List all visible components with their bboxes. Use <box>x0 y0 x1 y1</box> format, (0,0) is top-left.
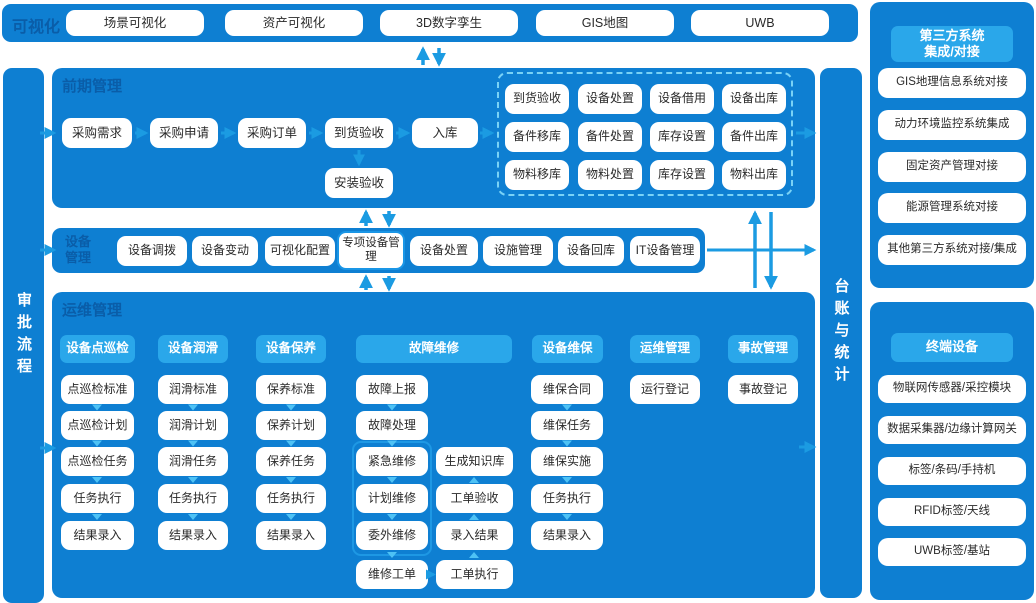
terminal-edge-gateway: 数据采集器/边缘计算网关 <box>878 416 1026 444</box>
inspection-plan: 点巡检计划 <box>61 411 134 440</box>
maintenance-implement: 维保实施 <box>531 447 603 476</box>
col-header-accident-mgmt: 事故管理 <box>728 335 798 363</box>
inspection-task: 点巡检任务 <box>61 447 134 476</box>
equip-it-management: IT设备管理 <box>630 236 700 266</box>
top-item-3d-digital-twin: 3D数字孪生 <box>380 10 518 36</box>
col-header-upkeep: 设备保养 <box>256 335 326 363</box>
repair-outsourced: 委外维修 <box>356 521 428 550</box>
inspection-result-entry: 结果录入 <box>61 521 134 550</box>
integrations-header: 第三方系统 集成/对接 <box>891 26 1013 62</box>
order-execution: 工单执行 <box>436 560 513 589</box>
lubrication-standard: 润滑标准 <box>158 375 228 404</box>
terminals-panel: 终端设备 物联网传感器/采控模块 数据采集器/边缘计算网关 标签/条码/手持机 … <box>870 302 1034 600</box>
terminal-iot-sensor: 物联网传感器/采控模块 <box>878 375 1026 403</box>
repair-work-order: 维修工单 <box>356 560 428 589</box>
grid-arrival-acceptance: 到货验收 <box>505 84 569 114</box>
operations-title: 运维管理 <box>62 302 123 319</box>
flow-purchase-request: 采购申请 <box>150 118 218 148</box>
grid-material-move: 物料移库 <box>505 160 569 190</box>
terminals-header: 终端设备 <box>891 333 1013 362</box>
grid-equipment-borrow: 设备借用 <box>650 84 714 114</box>
grid-spare-out: 备件出库 <box>722 122 786 152</box>
equipment-management-label: 设备管理 <box>64 234 91 266</box>
integrations-header-line1: 第三方系统 <box>919 27 985 43</box>
upkeep-task: 保养任务 <box>256 447 326 476</box>
pre-stage-title: 前期管理 <box>62 78 123 95</box>
equip-transfer: 设备调拨 <box>117 236 187 266</box>
operation-registration: 运行登记 <box>630 375 700 404</box>
integration-fixed-asset: 固定资产管理对接 <box>878 152 1026 182</box>
flow-purchase-demand: 采购需求 <box>62 118 132 148</box>
equip-change: 设备变动 <box>192 236 258 266</box>
fault-report: 故障上报 <box>356 375 428 404</box>
approval-process-label: 审批流程 <box>15 291 32 380</box>
grid-equipment-out: 设备出库 <box>722 84 786 114</box>
fault-handle: 故障处理 <box>356 411 428 440</box>
approval-process-bar: 审批流程 <box>3 68 44 603</box>
order-acceptance: 工单验收 <box>436 484 513 513</box>
integration-gis: GIS地理信息系统对接 <box>878 68 1026 98</box>
ledger-statistics-bar: 台账与统计 <box>820 68 862 598</box>
pre-stage-panel: 前期管理 采购需求 采购申请 采购订单 到货验收 入库 安装验收 到货验收 设备… <box>52 68 815 208</box>
integration-other: 其他第三方系统对接/集成 <box>878 235 1026 265</box>
equip-return: 设备回库 <box>558 236 624 266</box>
maintenance-task: 维保任务 <box>531 411 603 440</box>
equip-visual-config: 可视化配置 <box>265 236 335 266</box>
lubrication-task-exec: 任务执行 <box>158 484 228 513</box>
col-header-inspection: 设备点巡检 <box>60 335 135 363</box>
flow-arrival-acceptance: 到货验收 <box>325 118 393 148</box>
grid-equipment-disposal: 设备处置 <box>578 84 642 114</box>
maintenance-contract: 维保合同 <box>531 375 603 404</box>
warehouse-operations-group: 到货验收 设备处置 设备借用 设备出库 备件移库 备件处置 库存设置 备件出库 … <box>497 72 793 196</box>
grid-stock-setting-2: 库存设置 <box>650 160 714 190</box>
terminal-label-handheld: 标签/条码/手持机 <box>878 457 1026 485</box>
equipment-management-bar: 设备管理 设备调拨 设备变动 可视化配置 专项设备管理 设备处置 设施管理 设备… <box>52 228 705 273</box>
grid-spare-disposal: 备件处置 <box>578 122 642 152</box>
integrations-header-line2: 集成/对接 <box>924 44 980 59</box>
grid-material-disposal: 物料处置 <box>578 160 642 190</box>
equip-disposal: 设备处置 <box>410 236 478 266</box>
order-result-entry: 录入结果 <box>436 521 513 550</box>
col-header-lubrication: 设备润滑 <box>158 335 228 363</box>
top-item-asset-visualization: 资产可视化 <box>225 10 363 36</box>
col-header-maintenance: 设备维保 <box>532 335 603 363</box>
col-header-operation-mgmt: 运维管理 <box>630 335 700 363</box>
upkeep-standard: 保养标准 <box>256 375 326 404</box>
flow-install-acceptance: 安装验收 <box>325 168 393 198</box>
upkeep-task-exec: 任务执行 <box>256 484 326 513</box>
upkeep-plan: 保养计划 <box>256 411 326 440</box>
grid-material-out: 物料出库 <box>722 160 786 190</box>
inspection-task-exec: 任务执行 <box>61 484 134 513</box>
visualization-bar-label: 可视化 <box>12 19 61 36</box>
repair-emergency: 紧急维修 <box>356 447 428 476</box>
lubrication-result-entry: 结果录入 <box>158 521 228 550</box>
accident-registration: 事故登记 <box>728 375 798 404</box>
visualization-bar: 可视化 场景可视化 资产可视化 3D数字孪生 GIS地图 UWB <box>2 4 858 42</box>
maintenance-result-entry: 结果录入 <box>531 521 603 550</box>
integration-energy: 能源管理系统对接 <box>878 193 1026 223</box>
equip-facility: 设施管理 <box>483 236 553 266</box>
top-item-uwb: UWB <box>691 10 829 36</box>
flow-purchase-order: 采购订单 <box>238 118 306 148</box>
col-header-fault-repair: 故障维修 <box>356 335 512 363</box>
top-item-scene-visualization: 场景可视化 <box>66 10 204 36</box>
grid-stock-setting-1: 库存设置 <box>650 122 714 152</box>
equip-special-equipment: 专项设备管理 <box>337 231 405 270</box>
terminal-rfid: RFID标签/天线 <box>878 498 1026 526</box>
terminal-uwb: UWB标签/基站 <box>878 538 1026 566</box>
top-item-gis-map: GIS地图 <box>536 10 674 36</box>
maintenance-task-exec: 任务执行 <box>531 484 603 513</box>
repair-planned: 计划维修 <box>356 484 428 513</box>
upkeep-result-entry: 结果录入 <box>256 521 326 550</box>
inspection-standard: 点巡检标准 <box>61 375 134 404</box>
operations-panel: 运维管理 设备点巡检 设备润滑 设备保养 故障维修 设备维保 运维管理 事故管理… <box>52 292 815 598</box>
integrations-panel: 第三方系统 集成/对接 GIS地理信息系统对接 动力环境监控系统集成 固定资产管… <box>870 2 1034 288</box>
lubrication-task: 润滑任务 <box>158 447 228 476</box>
integration-power-env: 动力环境监控系统集成 <box>878 110 1026 140</box>
flow-warehouse-in: 入库 <box>412 118 478 148</box>
lubrication-plan: 润滑计划 <box>158 411 228 440</box>
order-knowledge-base: 生成知识库 <box>436 447 513 476</box>
grid-spare-move: 备件移库 <box>505 122 569 152</box>
ledger-statistics-label: 台账与统计 <box>832 278 850 388</box>
